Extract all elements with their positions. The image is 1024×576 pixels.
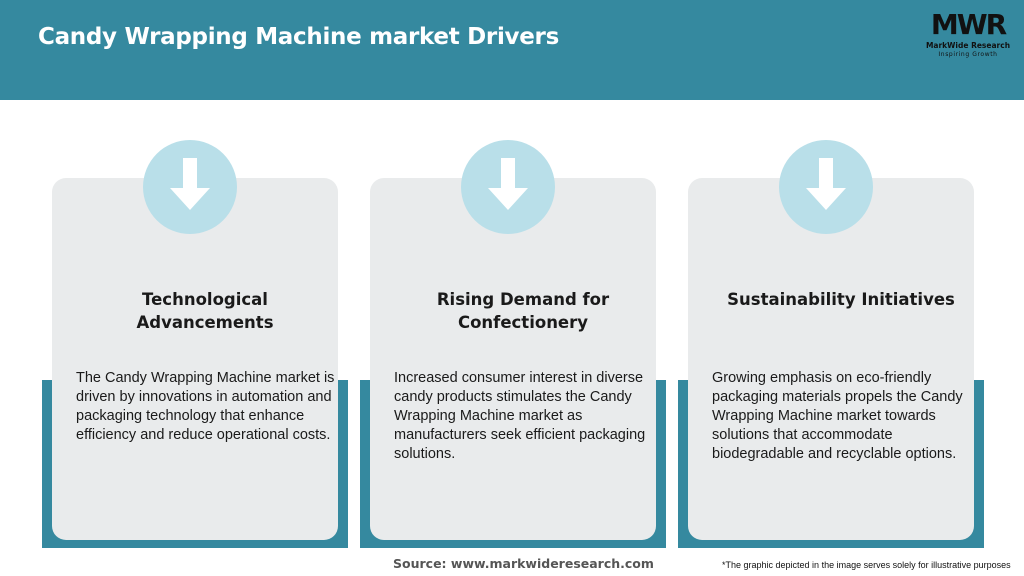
icon-circle [779, 140, 873, 234]
disclaimer-note: *The graphic depicted in the image serve… [722, 560, 1011, 570]
driver-card-sustainability: Sustainability Initiatives Growing empha… [678, 140, 984, 548]
card-heading: Rising Demand for Confectionery [436, 290, 610, 332]
icon-circle [143, 140, 237, 234]
down-arrow-icon [806, 158, 846, 210]
logo-mark: MWR [930, 8, 1007, 41]
header-banner: Candy Wrapping Machine market Drivers MW… [0, 0, 1024, 100]
logo-tagline: Inspiring Growth [938, 51, 998, 58]
down-arrow-icon [170, 158, 210, 210]
card-body: Growing emphasis on eco-friendly packagi… [712, 370, 963, 462]
source-link[interactable]: Source: www.markwideresearch.com [393, 556, 654, 571]
card-body: The Candy Wrapping Machine market is dri… [76, 370, 335, 443]
card-body: Increased consumer interest in diverse c… [394, 370, 646, 462]
card-panel: Technological Advancements The Candy Wra… [52, 178, 338, 540]
logo-name: MarkWide Research [925, 41, 1011, 50]
driver-card-technological-advancements: Technological Advancements The Candy Wra… [42, 140, 348, 548]
company-logo: MWR MarkWide Research Inspiring Growth [922, 10, 1014, 60]
card-panel: Rising Demand for Confectionery Increase… [370, 178, 656, 540]
card-heading: Technological Advancements [136, 290, 274, 332]
icon-circle [461, 140, 555, 234]
card-heading: Sustainability Initiatives [727, 290, 955, 309]
page-title: Candy Wrapping Machine market Drivers [38, 24, 559, 50]
card-panel: Sustainability Initiatives Growing empha… [688, 178, 974, 540]
down-arrow-icon [488, 158, 528, 210]
driver-card-rising-demand: Rising Demand for Confectionery Increase… [360, 140, 666, 548]
